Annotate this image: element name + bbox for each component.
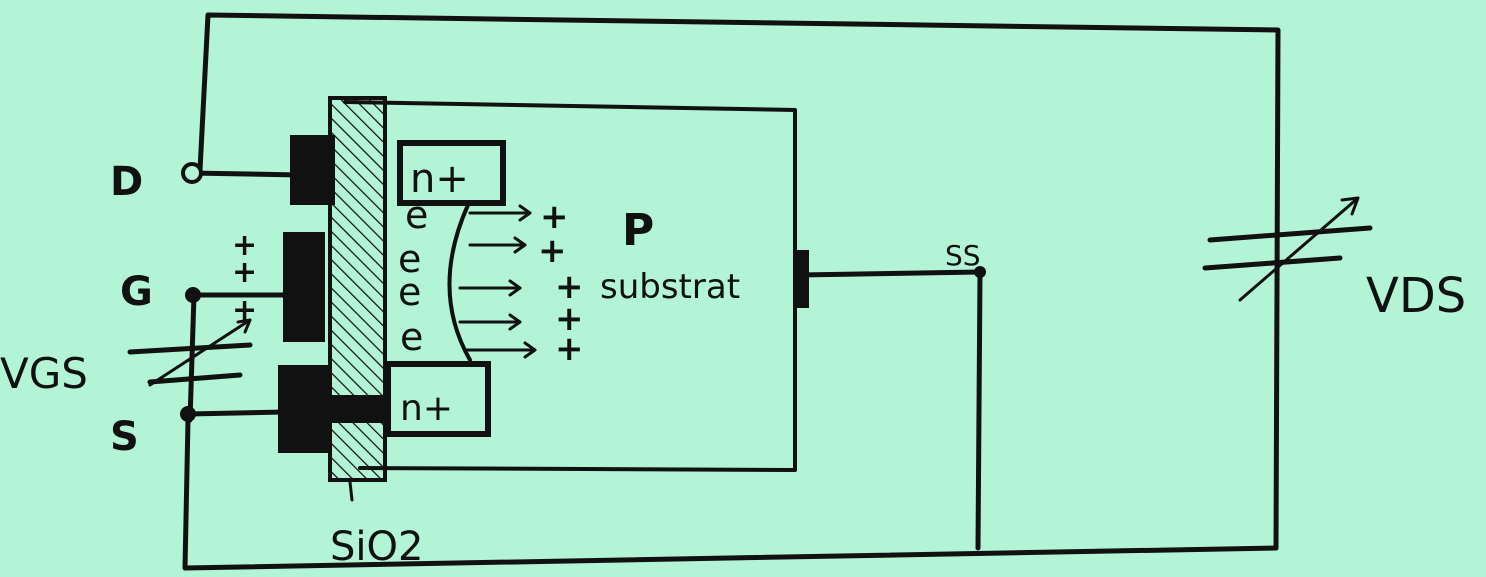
ss-label: SS: [945, 239, 981, 272]
electron-1: e: [405, 193, 428, 237]
vgs-battery: [127, 318, 253, 387]
electron-4: e: [400, 315, 423, 359]
substrate-label: substrat: [600, 267, 740, 307]
gate-contact: [283, 232, 325, 342]
sio2-label: SiO2: [330, 524, 423, 570]
drain-to-vds-wire: [197, 12, 1281, 551]
substrate-contact: [795, 250, 809, 308]
electron-2: e: [398, 237, 421, 281]
vds-label: VDS: [1366, 268, 1466, 324]
n-plus-bottom-label: n+: [400, 388, 453, 429]
sio2-pointer: [348, 480, 354, 502]
ss-terminal: [974, 266, 986, 278]
sub-plus-4: +: [555, 299, 584, 339]
gate-plus-2: +: [232, 255, 257, 290]
vds-battery: [1202, 196, 1373, 302]
n-plus-source-region: [385, 361, 491, 437]
sub-plus-1: +: [540, 197, 569, 237]
gate-charges: + + +: [232, 228, 257, 328]
electron-3: e: [398, 270, 421, 314]
drain-label: D: [110, 159, 143, 205]
p-type-label: P: [622, 205, 654, 256]
drain-lead: [187, 170, 303, 178]
source-terminal: [180, 406, 196, 422]
source-contact: [278, 365, 328, 453]
sub-plus-3: +: [555, 267, 584, 307]
source-lead: [185, 409, 288, 417]
gate-plus-1: +: [232, 228, 257, 263]
gate-terminal: [185, 287, 201, 303]
channel-boundary: [447, 203, 472, 362]
source-bridge: [325, 395, 385, 423]
n-plus-top-label: n+: [410, 156, 469, 202]
electrons: e e e e: [398, 193, 428, 359]
sub-plus-5: +: [555, 329, 584, 369]
sub-plus-2: +: [538, 231, 567, 271]
source-label: S: [110, 414, 139, 460]
drain-contact: [290, 135, 335, 205]
substrate-charges: + + + + +: [538, 197, 584, 369]
gate-label: G: [120, 269, 153, 315]
drain-terminal: [181, 162, 203, 184]
field-arrows: [458, 204, 537, 359]
n-plus-drain-region: [397, 140, 506, 206]
substrate-to-ss-wire: [797, 269, 983, 551]
vgs-label: VGS: [0, 349, 88, 398]
source-return-wire: [182, 417, 1279, 571]
